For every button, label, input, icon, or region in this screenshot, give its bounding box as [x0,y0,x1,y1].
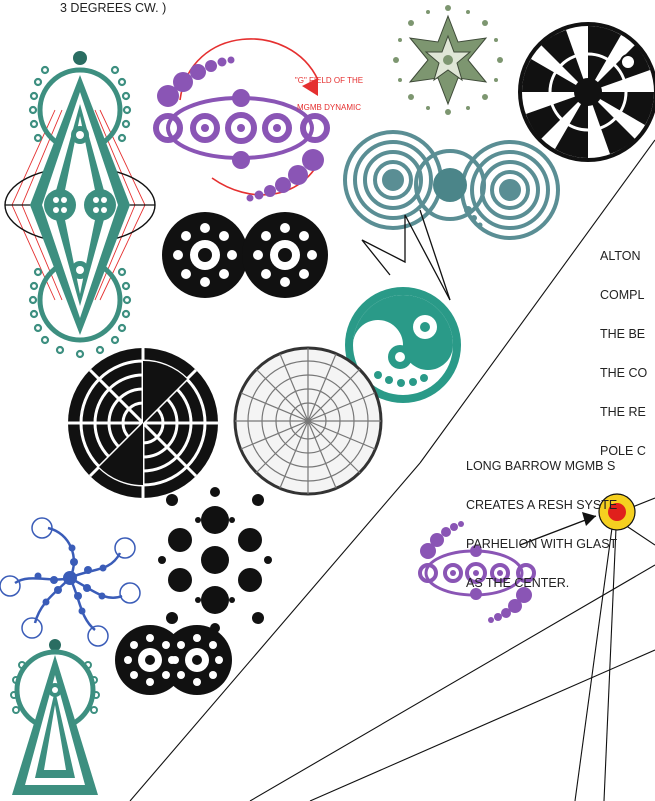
g-field-label-line2: MGMB DYNAMIC [280,103,378,112]
g-field-label-line1: "G" FIELD OF THE [280,76,378,85]
sage-star-mandala [393,5,503,115]
black-dot-lattice [158,487,272,633]
diagonal-line-left [130,463,420,801]
teal-keyhole-glyph [11,639,99,795]
teal-spiral-chain [345,132,558,300]
barrow-text-block: LONG BARROW MGMB S CREATES A RESH SYSTE … [466,434,617,603]
grey-web-disc [235,348,381,494]
black-double-ring [162,212,328,298]
alton-line-3: THE BE [600,328,647,341]
g-field-label: "G" FIELD OF THE MGMB DYNAMIC [280,58,378,121]
black-sector-disc [68,348,218,498]
teal-tall-glyph [5,51,155,357]
alton-line-1: ALTON [600,250,647,263]
header-note: 3 DEGREES CW. ) [60,2,166,15]
pinwheel-disc [520,24,655,160]
barrow-line-4: AS THE CENTER. [466,577,617,590]
ray-line-5 [625,525,655,545]
alton-line-4: THE CO [600,367,647,380]
barrow-line-1: LONG BARROW MGMB S [466,460,617,473]
barrow-line-3: PARHELION WITH GLAST [466,538,617,551]
black-small-double-ring [115,625,232,695]
ray-line-2 [310,650,655,801]
alton-line-2: COMPL [600,289,647,302]
blue-spiral-arms [0,518,140,646]
barrow-line-2: CREATES A RESH SYSTE [466,499,617,512]
alton-line-5: THE RE [600,406,647,419]
